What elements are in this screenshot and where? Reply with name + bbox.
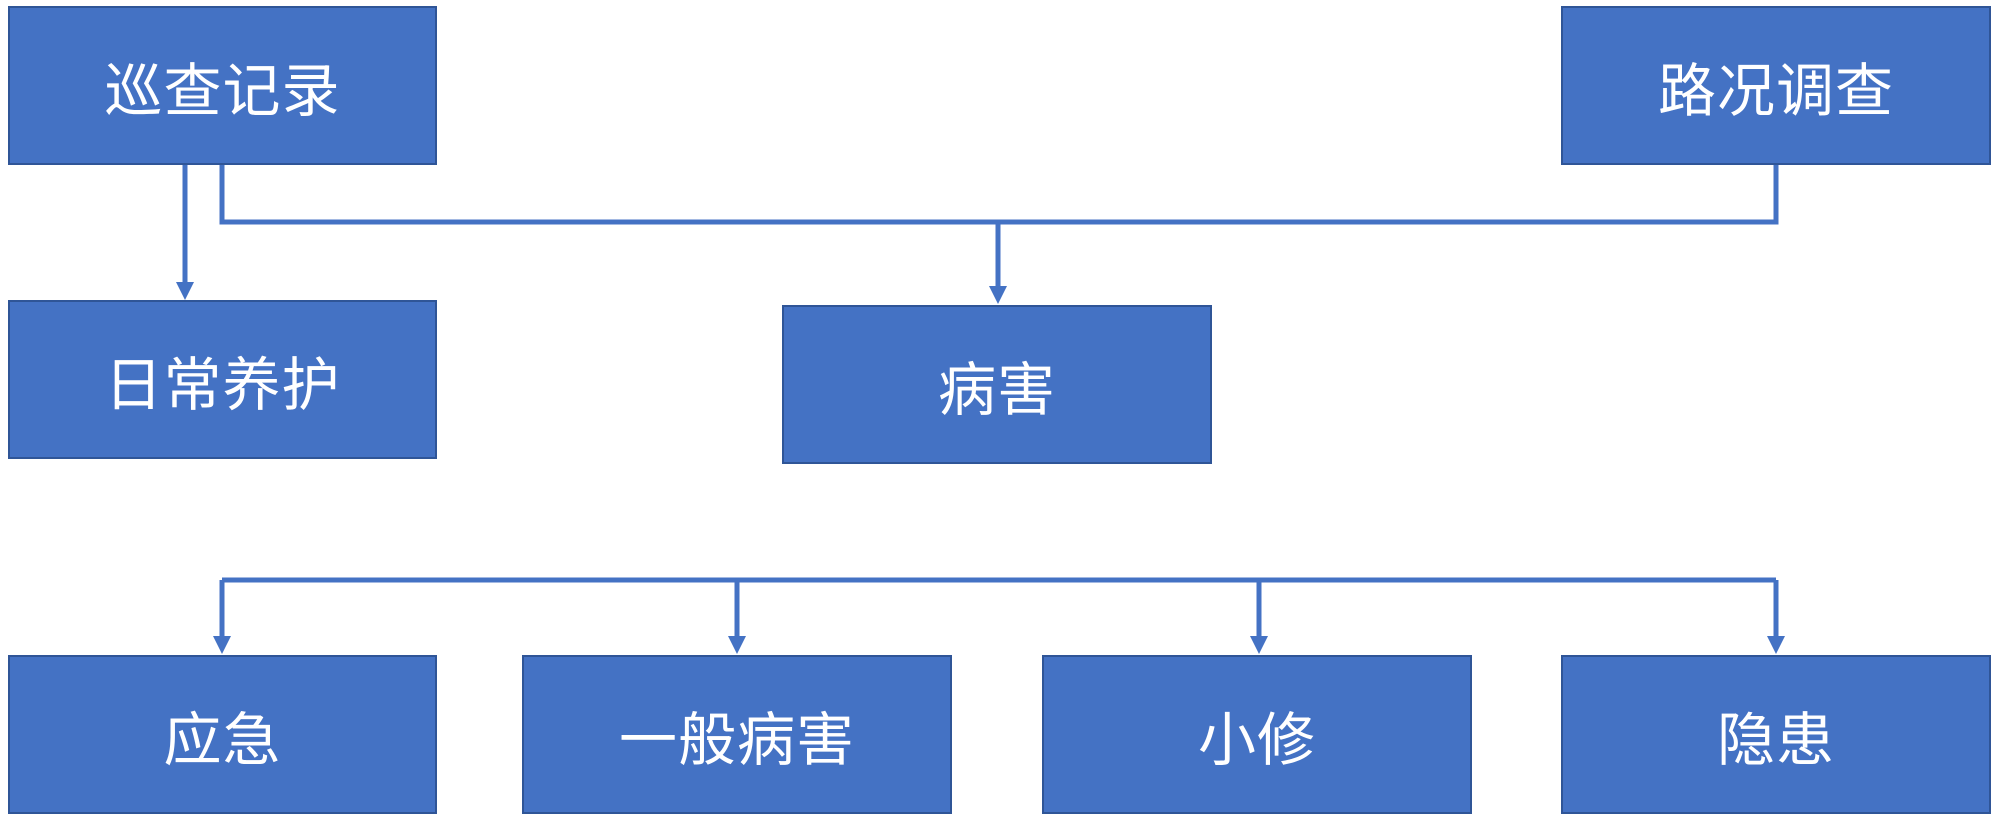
node-daily-maintenance-label: 日常养护	[104, 350, 341, 419]
node-daily-maintenance: 日常养护	[8, 300, 437, 459]
node-general-disease-label: 一般病害	[618, 705, 855, 774]
node-road-survey-label: 路况调查	[1657, 56, 1894, 125]
node-hidden-danger-label: 隐患	[1716, 705, 1835, 774]
node-road-survey: 路况调查	[1561, 6, 1991, 165]
node-patrol-record: 巡查记录	[8, 6, 437, 165]
edge-patrol-to-bus	[219, 165, 1779, 225]
node-disease: 病害	[782, 305, 1212, 464]
node-emergency-label: 应急	[163, 705, 282, 774]
node-minor-repair-label: 小修	[1197, 705, 1316, 774]
node-hidden-danger: 隐患	[1561, 655, 1991, 814]
arrowhead-disease	[989, 286, 1007, 304]
node-general-disease: 一般病害	[522, 655, 952, 814]
arrowhead-emergency	[213, 636, 231, 654]
arrowhead-daily	[176, 282, 194, 300]
arrowhead-minor-repair	[1250, 636, 1268, 654]
node-emergency: 应急	[8, 655, 437, 814]
node-disease-label: 病害	[937, 355, 1056, 424]
arrowhead-general-disease	[728, 636, 746, 654]
node-minor-repair: 小修	[1042, 655, 1472, 814]
arrowhead-hidden-danger	[1767, 636, 1785, 654]
node-patrol-record-label: 巡查记录	[104, 56, 341, 125]
